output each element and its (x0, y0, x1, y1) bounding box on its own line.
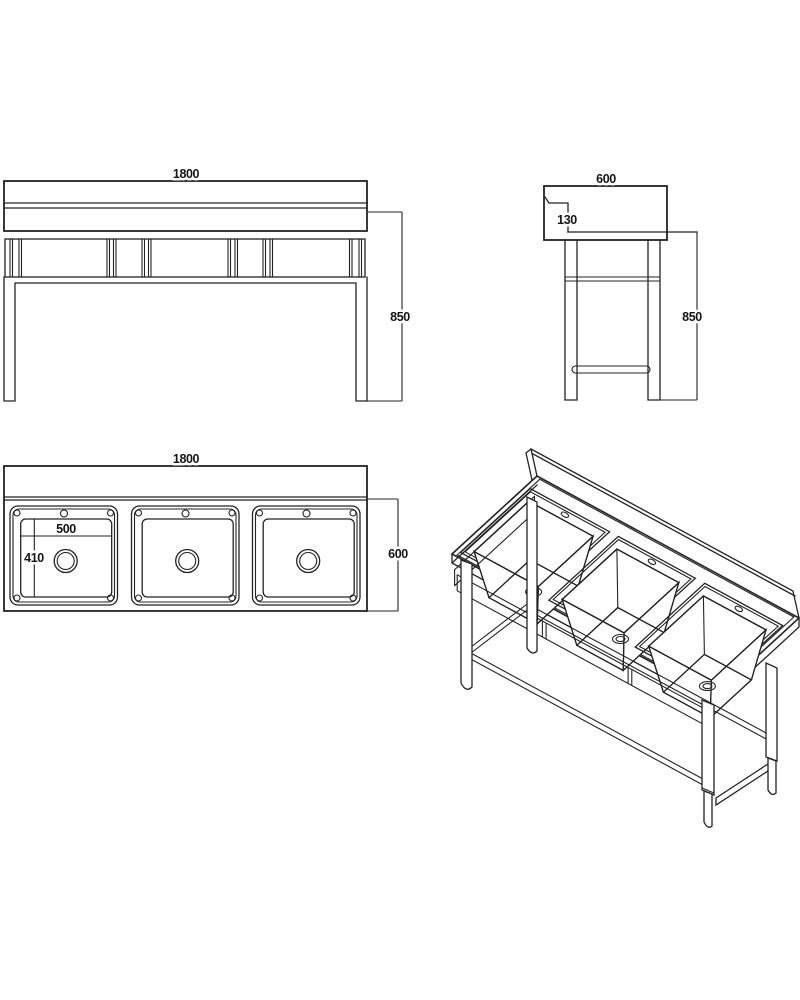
iso-left-apron (454, 495, 536, 587)
plan-bowl-2 (130, 505, 240, 606)
plan-width-dimension-label: 1800 (173, 452, 200, 466)
side-elevation-view: 600 130 850 (543, 170, 705, 401)
side-legs (564, 239, 661, 401)
front-apron-outline (4, 238, 366, 278)
iso-rear-left-leg (526, 495, 538, 654)
front-height-dimension-line (367, 211, 403, 402)
drain-icon (175, 548, 200, 574)
plan-bowl-3 (251, 505, 361, 606)
front-worktop-outline (3, 180, 368, 232)
front-width-dimension-label: 1800 (173, 167, 200, 181)
iso-right-brace (715, 760, 772, 807)
plan-depth-dimension-label: 600 (388, 547, 408, 561)
drain-icon (296, 548, 321, 574)
side-worktop-outline (543, 185, 668, 241)
iso-rear-right-leg (765, 661, 778, 762)
drain-icon (611, 633, 630, 645)
iso-backsplash (525, 447, 800, 619)
side-backsplash-profile (544, 196, 569, 233)
drain-icon (53, 548, 78, 574)
iso-back-stretcher (532, 606, 769, 741)
plan-view: 1800 500 410 600 (3, 450, 411, 612)
tap-hole-icon (560, 511, 570, 518)
side-height-dimension-label: 850 (682, 310, 702, 324)
isometric-view (450, 447, 800, 828)
iso-leg-joint-line (701, 787, 715, 794)
plan-bowl-1 (9, 505, 119, 606)
iso-front-right-leg (701, 699, 715, 796)
tap-hole-icon (734, 605, 744, 613)
drain-icon (698, 681, 716, 692)
tap-hole-icon (181, 509, 190, 518)
plan-outline (3, 465, 368, 612)
side-depth-dimension-label: 600 (596, 172, 616, 186)
plan-depth-dimension-line (367, 498, 399, 612)
plan-backsplash-edge-lines (3, 496, 368, 501)
iso-bowl-3 (634, 582, 784, 720)
plan-bowl-depth-dimension-label: 410 (24, 551, 44, 565)
side-leg-tie-lines (564, 276, 661, 282)
tap-hole-icon (647, 558, 657, 566)
front-apron-posts (9, 238, 363, 278)
iso-front-right-foot (703, 790, 713, 828)
tap-hole-icon (59, 509, 69, 518)
side-backsplash-dimension-label: 130 (557, 213, 577, 227)
tap-hole-icon (302, 509, 311, 518)
side-cross-brace (571, 365, 651, 374)
front-elevation-view: 1800 850 (3, 165, 413, 402)
front-height-dimension-label: 850 (390, 310, 410, 324)
iso-bowl-2 (547, 535, 697, 672)
iso-front-left-leg (460, 559, 473, 690)
iso-left-brace (470, 600, 532, 654)
iso-rear-right-foot (767, 757, 777, 796)
plan-bowl-width-dimension-label: 500 (56, 522, 76, 536)
front-worktop-edge-lines (3, 202, 368, 209)
iso-front-stretcher (466, 650, 704, 786)
front-legs (3, 276, 368, 402)
side-height-dimension-line (648, 232, 698, 401)
